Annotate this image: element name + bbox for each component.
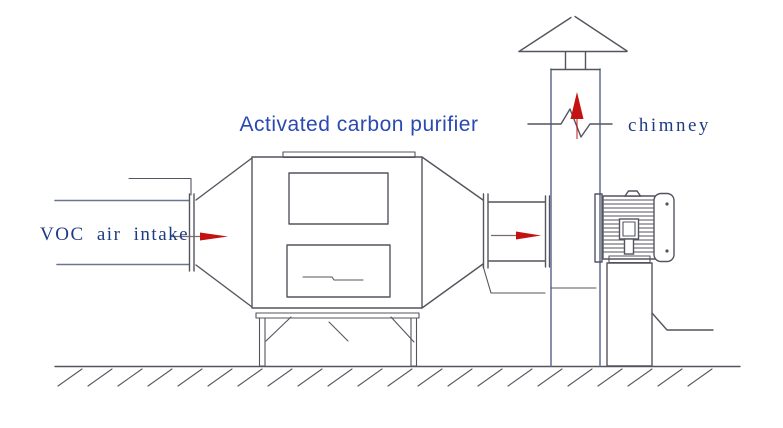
purifier-title-label: Activated carbon purifier <box>240 113 479 136</box>
voc-air-intake-duct <box>54 177 195 272</box>
stand-leg-left <box>258 317 266 367</box>
support-stand <box>255 312 420 367</box>
intake-reducer <box>195 157 253 308</box>
fan-inlet-bracket <box>482 265 546 294</box>
ground <box>54 365 741 387</box>
motor-lifting-lug <box>623 190 642 197</box>
panel-level-mark <box>302 276 364 281</box>
stand-rail <box>255 312 420 319</box>
cap-neck <box>564 51 587 70</box>
end-plate-bolt-bottom <box>665 249 669 253</box>
intake-upper-line <box>128 177 192 196</box>
end-plate-bolt-top <box>665 202 669 206</box>
ground-hatching <box>57 368 713 387</box>
motor-mount-flange <box>594 193 603 263</box>
purifier-body <box>251 156 423 309</box>
stand-leg-right <box>410 317 418 367</box>
chimney-rain-cap <box>518 15 628 70</box>
airflow-arrow-outlet <box>491 231 541 240</box>
inspection-panel-bottom <box>286 244 391 298</box>
pipe-break-symbol <box>527 108 613 138</box>
pedestal-body <box>606 262 653 367</box>
chimney-label: chimney <box>628 115 711 136</box>
inspection-panel-top <box>288 172 389 225</box>
fan-motor <box>594 190 675 264</box>
motor-shaft-stem <box>623 238 635 255</box>
junction-box-inner <box>622 221 636 237</box>
purifier-lid <box>282 151 416 159</box>
airflow-arrow-chimney <box>570 92 584 139</box>
intake-flange <box>188 193 195 272</box>
voc-intake-label: VOC air intake <box>40 224 189 245</box>
pedestal-leader-line <box>651 312 714 331</box>
outlet-flange <box>482 193 489 269</box>
outlet-reducer <box>421 156 489 309</box>
activated-carbon-purifier-box <box>251 151 423 309</box>
stand-braces <box>265 316 415 343</box>
motor-end-plate <box>653 192 675 263</box>
outlet-duct <box>482 195 551 294</box>
chimney-side-flange <box>544 195 551 268</box>
airflow-arrow-intake <box>170 232 228 241</box>
motor-pedestal <box>606 262 714 367</box>
chimney-column <box>550 68 601 367</box>
